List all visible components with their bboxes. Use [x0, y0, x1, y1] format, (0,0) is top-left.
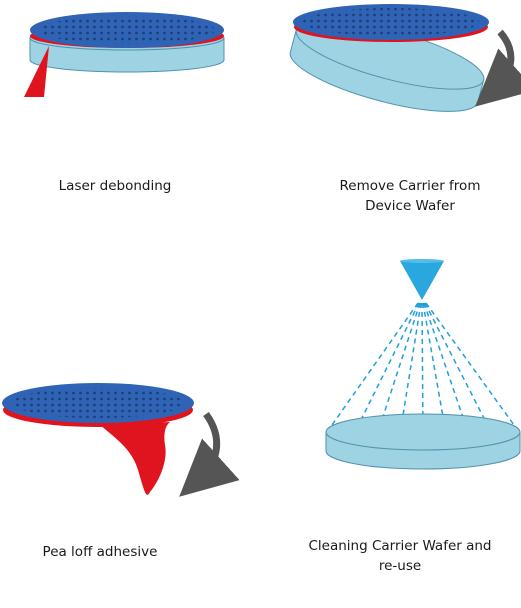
step-laser-debonding	[24, 12, 225, 97]
curved-arrow-icon	[179, 411, 240, 497]
step-remove-carrier	[289, 4, 521, 112]
spray-lines	[331, 302, 515, 435]
caption-line: Remove Carrier from	[339, 178, 481, 194]
device-wafer	[293, 4, 489, 40]
caption-line: re-use	[378, 558, 422, 574]
device-wafer	[30, 12, 224, 48]
adhesive-peel	[100, 422, 170, 495]
step-cleaning-carrier	[325, 259, 521, 470]
caption-line: Pea loff adhesive	[42, 544, 158, 560]
laser-beam	[24, 46, 49, 97]
caption-line: Device Wafer	[365, 198, 455, 214]
spray-nozzle-icon	[400, 259, 444, 300]
caption-line: Cleaning Carrier Wafer and	[308, 538, 492, 554]
device-wafer	[2, 383, 194, 423]
caption-remove-carrier: Remove Carrier from Device Wafer	[320, 176, 500, 216]
step-peel-adhesive	[2, 383, 240, 497]
caption-line: Laser debonding	[58, 178, 172, 194]
carrier-wafer	[325, 413, 521, 470]
caption-peel-adhesive: Pea loff adhesive	[20, 542, 180, 562]
caption-laser-debonding: Laser debonding	[40, 176, 190, 196]
curved-arrow-icon	[475, 29, 521, 107]
caption-cleaning-carrier: Cleaning Carrier Wafer and re-use	[300, 536, 500, 576]
